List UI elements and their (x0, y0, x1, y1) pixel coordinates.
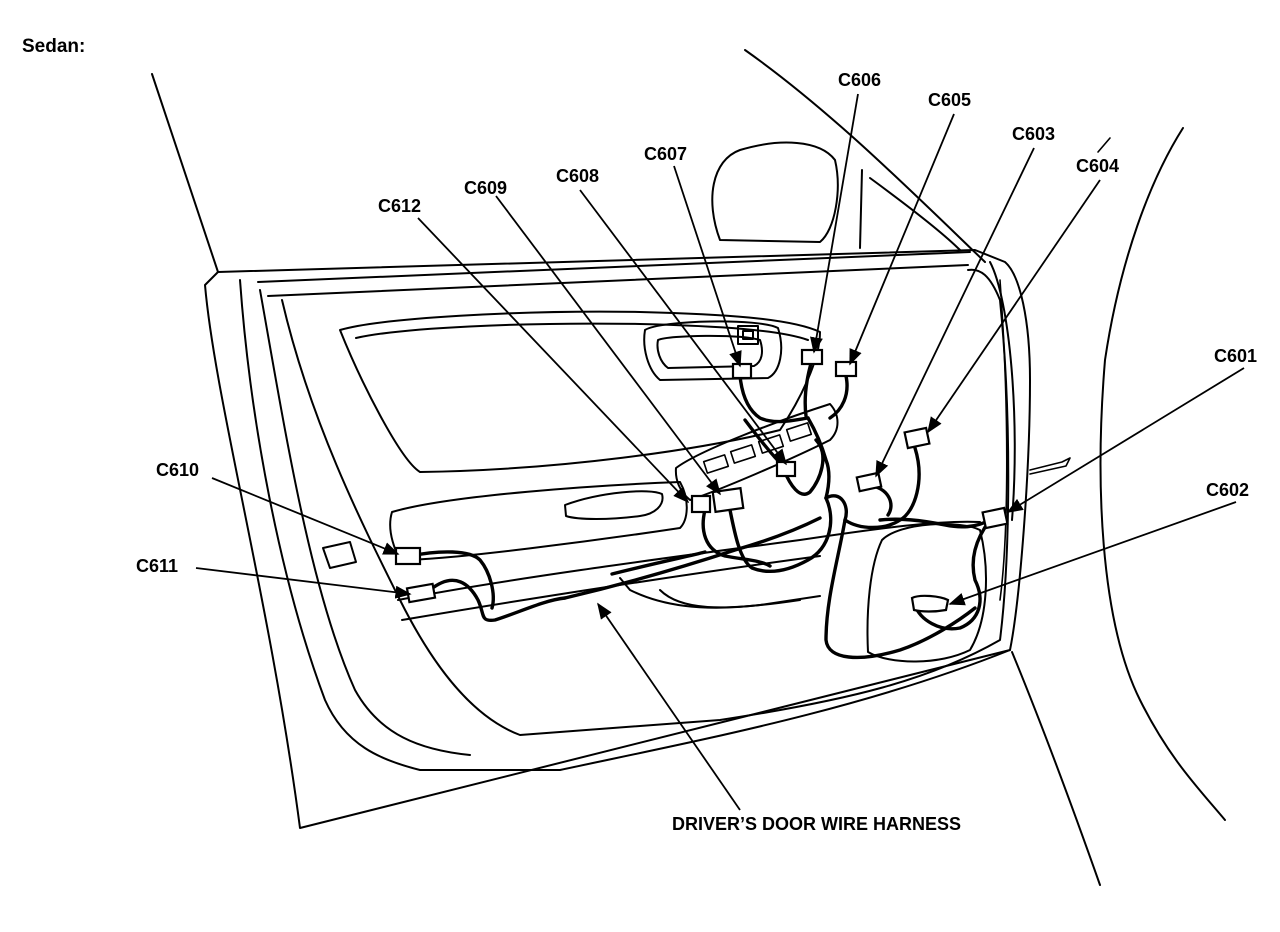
callout-c605: C605 (928, 90, 971, 110)
callout-c604: C604 (1076, 156, 1119, 176)
callout-c606: C606 (838, 70, 881, 90)
vehicle-body-outline (151, 49, 1226, 886)
connector-c610 (394, 546, 422, 566)
inner-door-handle (643, 320, 783, 381)
harness-label: DRIVER’S DOOR WIRE HARNESS (672, 814, 961, 834)
callout-c608: C608 (556, 166, 599, 186)
callout-c609: C609 (464, 178, 507, 198)
armrest-recess (339, 310, 821, 473)
diagram-title: Sedan: (22, 36, 85, 57)
connector-c602 (910, 594, 950, 613)
hinge-connector-boot (322, 541, 357, 569)
connector-c607 (731, 362, 753, 380)
callout-c602: C602 (1206, 480, 1249, 500)
connector-c608 (775, 460, 797, 478)
connector-c603 (855, 471, 883, 493)
connector-c605 (834, 360, 858, 378)
side-mirror (711, 141, 961, 251)
connector-c611 (405, 582, 437, 604)
connector-c601 (981, 506, 1009, 530)
wire-harness (408, 358, 992, 660)
callout-c601: C601 (1214, 346, 1257, 366)
callout-c610: C610 (156, 460, 199, 480)
connectors (394, 348, 1009, 613)
connector-c604 (903, 426, 931, 450)
callout-c603: C603 (1012, 124, 1055, 144)
connector-c606 (800, 348, 824, 366)
callout-c607: C607 (644, 144, 687, 164)
connector-c612 (690, 494, 712, 514)
callout-leaders (195, 93, 1245, 811)
door-shell (204, 249, 1031, 829)
callout-labels: C601 C602 C603 C604 C605 C606 C607 C608 … (136, 70, 1257, 834)
callout-c611: C611 (136, 556, 178, 576)
door-latch-striker (1029, 457, 1071, 475)
callout-c612: C612 (378, 196, 421, 216)
speaker-cover (866, 523, 987, 663)
